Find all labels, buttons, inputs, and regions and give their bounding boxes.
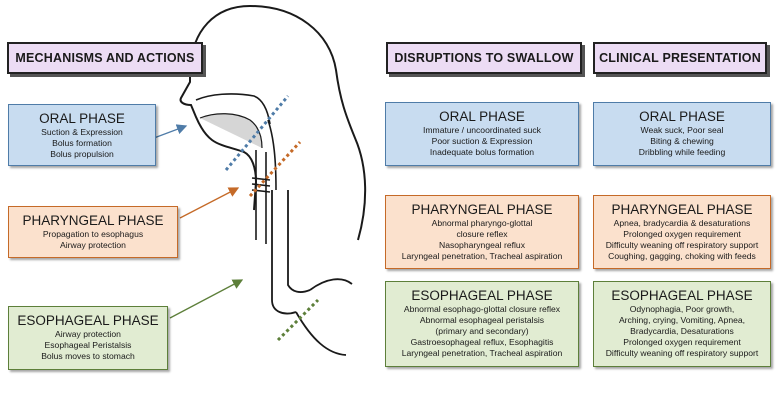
mechanisms-esophageal-line: Airway protection [55,329,121,339]
nasal-cavity [195,93,271,125]
clinical-esophageal-line: Prolonged oxygen requirement [623,337,741,347]
esophagus-right [287,190,311,293]
esophagus-left [271,190,297,315]
disruptions-oral-line: Poor suction & Expression [431,136,533,146]
oral-phase-arrow [153,124,188,139]
disruptions-pharyngeal-box: PHARYNGEAL PHASE Abnormal pharyngo-glott… [385,195,579,269]
mechanisms-pharyngeal-box: PHARYNGEAL PHASE Propagation to esophagu… [8,206,178,258]
mechanisms-pharyngeal-line: Propagation to esophagus [42,229,144,239]
pharyngeal-phase-divider [248,140,302,198]
clinical-esophageal-line: Difficulty weaning off respiratory suppo… [605,348,759,358]
disruptions-esophageal-box: ESOPHAGEAL PHASE Abnormal esophago-glott… [385,281,579,367]
disruptions-pharyngeal-line: Abnormal pharyngo-glottal [431,218,533,228]
header-clinical: CLINICAL PRESENTATION [593,42,767,74]
header-disruptions: DISRUPTIONS TO SWALLOW [386,42,582,74]
clinical-pharyngeal-title: PHARYNGEAL PHASE [611,202,753,217]
clinical-pharyngeal-line: Difficulty weaning off respiratory suppo… [605,240,759,250]
clinical-esophageal-line: Arching, crying, Vomiting, Apnea, [618,315,746,325]
clinical-oral-box: ORAL PHASE Weak suck, Poor seal Biting &… [593,102,771,166]
pharyngeal-phase-arrow [179,187,240,219]
disruptions-esophageal-line: Abnormal esophageal peristalsis [419,315,545,325]
clinical-oral-line: Weak suck, Poor seal [640,125,724,135]
clinical-pharyngeal-line: Coughing, gagging, choking with feeds [608,251,756,261]
mechanisms-pharyngeal-line: Airway protection [60,240,126,250]
disruptions-esophageal-line: (primary and secondary) [435,326,529,336]
oral-cavity [199,113,263,149]
clinical-oral-line: Dribbling while feeding [638,147,726,157]
disruptions-pharyngeal-line: closure reflex [456,229,508,239]
mechanisms-pharyngeal-title: PHARYNGEAL PHASE [22,213,164,228]
mechanisms-esophageal-box: ESOPHAGEAL PHASE Airway protection Esoph… [8,306,168,370]
trachea [255,150,267,244]
mechanisms-oral-title: ORAL PHASE [39,111,125,126]
disruptions-esophageal-line: Abnormal esophago-glottal closure reflex [403,304,561,314]
mechanisms-oral-line: Bolus propulsion [50,149,114,159]
clinical-pharyngeal-line: Apnea, bradycardia & desaturations [613,218,751,228]
disruptions-oral-box: ORAL PHASE Immature / uncoordinated suck… [385,102,579,166]
disruptions-esophageal-title: ESOPHAGEAL PHASE [411,288,553,303]
stomach [295,278,353,356]
mechanisms-oral-line: Suction & Expression [41,127,123,137]
clinical-esophageal-box: ESOPHAGEAL PHASE Odynophagia, Poor growt… [593,281,771,367]
clinical-pharyngeal-line: Prolonged oxygen requirement [623,229,741,239]
header-mechanisms: MECHANISMS AND ACTIONS [7,42,203,74]
disruptions-pharyngeal-title: PHARYNGEAL PHASE [411,202,553,217]
disruptions-oral-title: ORAL PHASE [439,109,525,124]
mechanisms-oral-line: Bolus formation [52,138,112,148]
disruptions-oral-line: Inadequate bolus formation [429,147,535,157]
disruptions-oral-line: Immature / uncoordinated suck [423,125,541,135]
oral-phase-divider [224,95,290,171]
clinical-esophageal-line: Odynophagia, Poor growth, [629,304,735,314]
mechanisms-esophageal-title: ESOPHAGEAL PHASE [17,313,159,328]
clinical-oral-line: Biting & chewing [650,136,714,146]
disruptions-esophageal-line: Laryngeal penetration, Tracheal aspirati… [401,348,563,358]
esophageal-phase-arrow [169,279,244,319]
disruptions-pharyngeal-line: Laryngeal penetration, Tracheal aspirati… [401,251,563,261]
mechanisms-esophageal-line: Bolus moves to stomach [41,351,135,361]
mechanisms-esophageal-line: Esophageal Peristalsis [44,340,132,350]
disruptions-pharyngeal-line: Nasopharyngeal reflux [439,240,525,250]
clinical-oral-title: ORAL PHASE [639,109,725,124]
clinical-esophageal-line: Bradycardia, Desaturations [630,326,734,336]
disruptions-esophageal-line: Gastroesophageal reflux, Esophagitis [410,337,554,347]
mechanisms-oral-box: ORAL PHASE Suction & Expression Bolus fo… [8,104,156,166]
clinical-pharyngeal-box: PHARYNGEAL PHASE Apnea, bradycardia & de… [593,195,771,269]
pharynx-wall [267,119,277,191]
clinical-esophageal-title: ESOPHAGEAL PHASE [611,288,753,303]
